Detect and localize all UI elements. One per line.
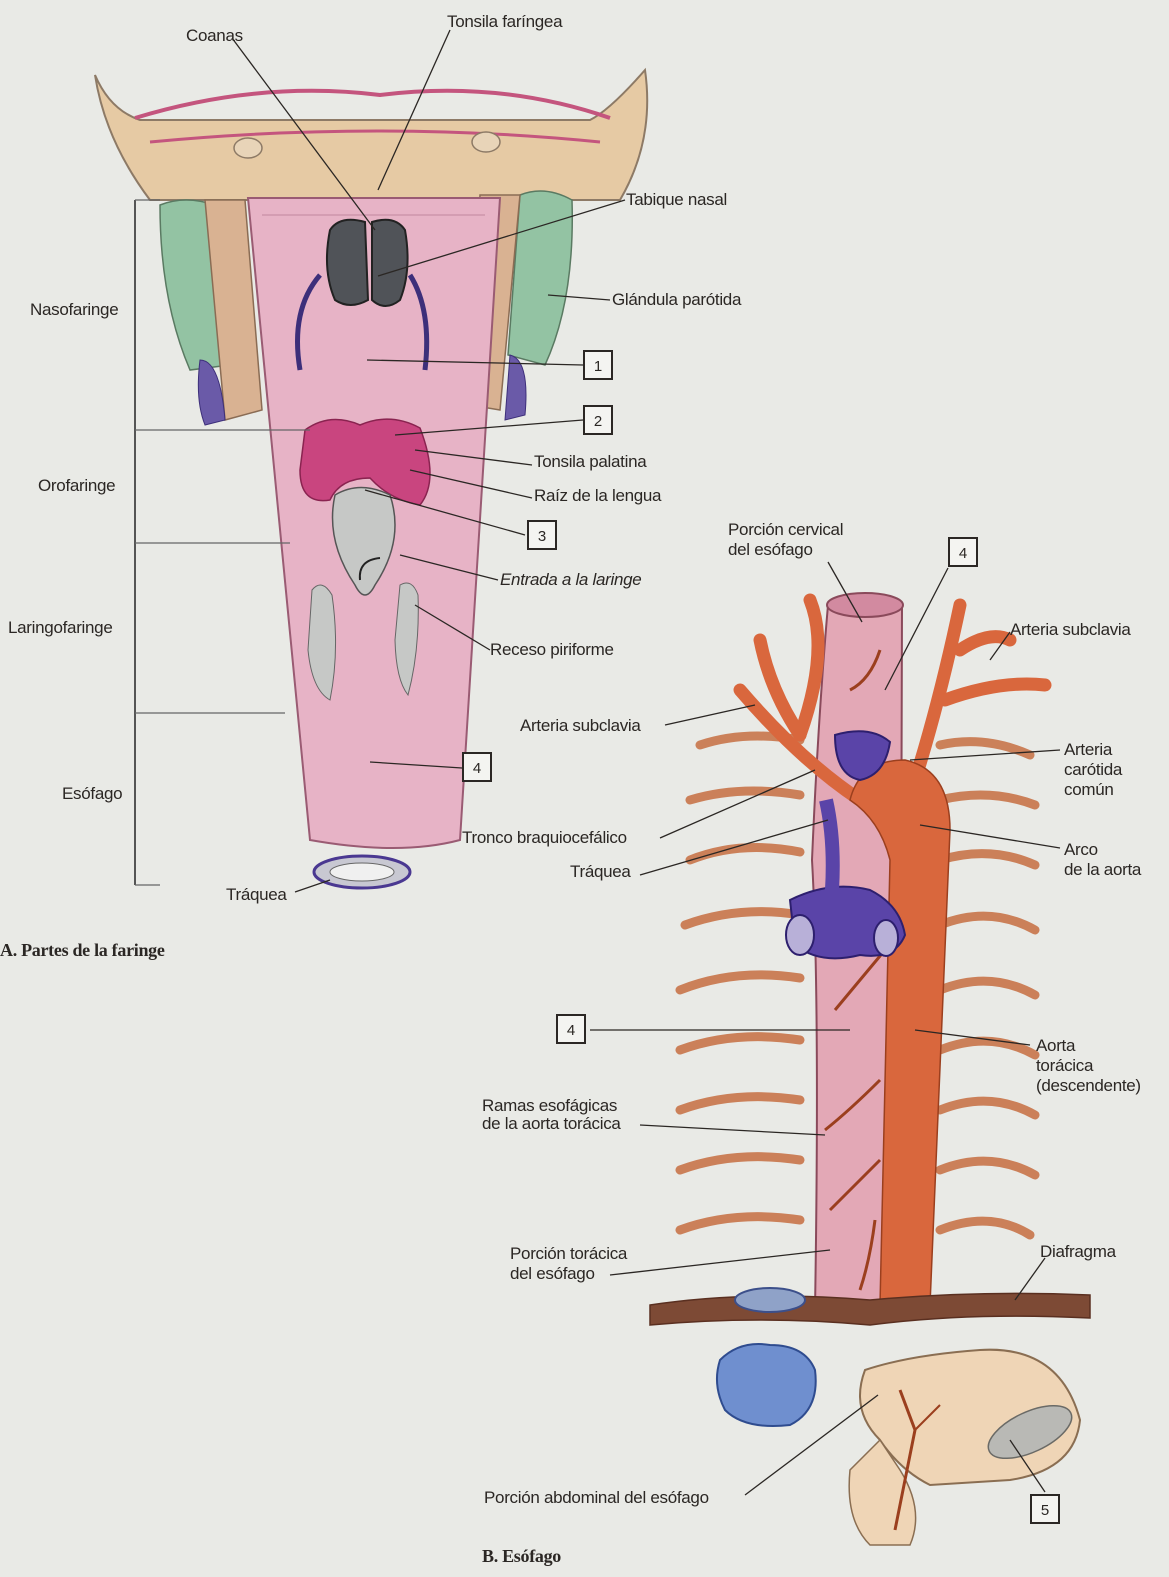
label-raiz-lengua: Raíz de la lengua xyxy=(534,486,661,506)
label-porcion-toracica-1: Porción torácica xyxy=(510,1244,627,1264)
box-4-b-middle: 4 xyxy=(556,1014,586,1044)
label-arco-aorta-2: de la aorta xyxy=(1064,860,1141,880)
label-laringofaringe: Laringofaringe xyxy=(8,618,113,638)
label-ramas-esofagicas-1: Ramas esofágicas xyxy=(482,1096,617,1116)
label-receso-piriforme: Receso piriforme xyxy=(490,640,614,660)
box-1: 1 xyxy=(583,350,613,380)
label-tronco-braquiocefalico: Tronco braquiocefálico xyxy=(462,828,627,848)
label-aorta-toracica-3: (descendente) xyxy=(1036,1076,1141,1096)
label-esofago-region: Esófago xyxy=(62,784,122,804)
label-arteria-carotida-2: carótida xyxy=(1064,760,1122,780)
label-arteria-carotida-3: común xyxy=(1064,780,1114,800)
label-arteria-subclavia-right: Arteria subclavia xyxy=(1010,620,1131,640)
label-arteria-subclavia-left: Arteria subclavia xyxy=(520,716,641,736)
label-orofaringe: Orofaringe xyxy=(38,476,115,496)
label-porcion-cervical-1: Porción cervical xyxy=(728,520,843,540)
choana-left xyxy=(327,220,368,305)
label-coanas: Coanas xyxy=(186,26,243,46)
label-arteria-carotida-1: Arteria xyxy=(1064,740,1112,760)
ribs-right xyxy=(940,742,1035,1235)
box-3: 3 xyxy=(527,520,557,550)
label-tonsila-palatina: Tonsila palatina xyxy=(534,452,646,472)
label-aorta-toracica-2: torácica xyxy=(1036,1056,1093,1076)
skull-base xyxy=(95,70,647,200)
esophagus-drawing xyxy=(590,562,1090,1545)
label-traquea-b: Tráquea xyxy=(570,862,631,882)
caption-b: B. Esófago xyxy=(482,1546,561,1566)
label-ramas-esofagicas-2: de la aorta torácica xyxy=(482,1114,621,1134)
ribs-left xyxy=(680,736,800,1230)
label-aorta-toracica-1: Aorta xyxy=(1036,1036,1075,1056)
label-tabique-nasal: Tabique nasal xyxy=(626,190,727,210)
caption-a: A. Partes de la faringe xyxy=(0,940,165,960)
choana-right xyxy=(372,220,408,306)
label-nasofaringe: Nasofaringe xyxy=(30,300,118,320)
label-glandula-parotida: Glándula parótida xyxy=(612,290,741,310)
label-diafragma: Diafragma xyxy=(1040,1242,1116,1262)
box-4-a: 4 xyxy=(462,752,492,782)
box-2: 2 xyxy=(583,405,613,435)
box-4-b-top: 4 xyxy=(948,537,978,567)
inferior-vena-cava xyxy=(717,1344,816,1426)
label-traquea-a: Tráquea xyxy=(226,885,287,905)
label-porcion-abdominal: Porción abdominal del esófago xyxy=(484,1488,709,1508)
box-5: 5 xyxy=(1030,1494,1060,1524)
label-porcion-cervical-2: del esófago xyxy=(728,540,813,560)
label-porcion-toracica-2: del esófago xyxy=(510,1264,595,1284)
label-arco-aorta-1: Arco xyxy=(1064,840,1098,860)
label-tonsila-faringea: Tonsila faríngea xyxy=(447,12,562,32)
label-entrada-laringe: Entrada a la laringe xyxy=(500,570,641,590)
